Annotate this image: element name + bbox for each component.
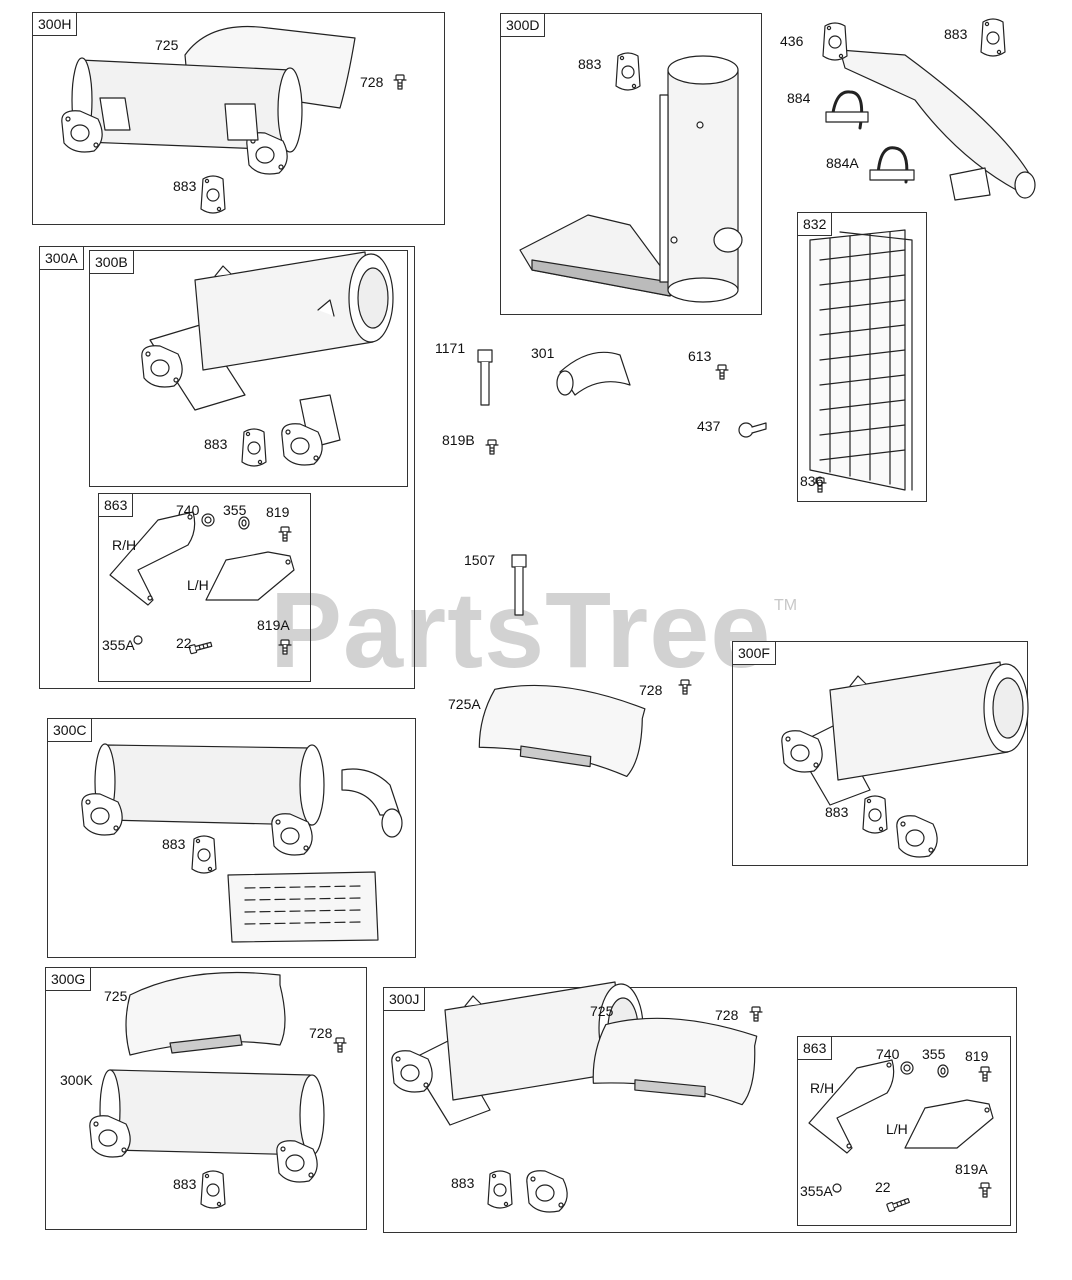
label-884: 884: [787, 90, 811, 106]
tailpipe: [822, 22, 1036, 201]
group-300F-tag: 300F: [733, 642, 776, 665]
label-300C-883: 883: [162, 836, 186, 852]
label-300J-725: 725: [590, 1003, 614, 1019]
group-863-box-a: 863: [98, 493, 311, 682]
group-300B-tag: 300B: [90, 251, 134, 274]
clamp-884: [825, 90, 869, 130]
label-863a-819: 819: [266, 504, 290, 520]
label-725A: 725A: [448, 696, 481, 712]
label-863b-rh: R/H: [810, 1080, 835, 1096]
label-300H-725: 725: [155, 37, 179, 53]
elbow-301: [556, 351, 631, 396]
group-300D-tag: 300D: [501, 14, 546, 37]
label-863a-740: 740: [176, 502, 200, 518]
group-863-tag-a: 863: [99, 494, 134, 517]
group-300F-box: 300F: [732, 641, 1028, 866]
label-300J-728: 728: [715, 1007, 739, 1023]
label-300G-728: 728: [309, 1025, 333, 1041]
label-863a-lh: L/H: [187, 577, 209, 593]
group-863-box-b: 863: [797, 1036, 1011, 1226]
group-863-tag-b: 863: [798, 1037, 833, 1060]
label-301: 301: [531, 345, 555, 361]
group-300J-box: 300J: [383, 987, 1017, 1233]
group-300G-tag: 300G: [46, 968, 92, 991]
label-300J-883: 883: [451, 1175, 475, 1191]
label-300H-728: 728: [360, 74, 384, 90]
label-863b-819: 819: [965, 1048, 989, 1064]
label-863b-355A: 355A: [800, 1183, 833, 1199]
label-300K: 300K: [60, 1072, 93, 1088]
label-863a-355: 355: [223, 502, 247, 518]
clamp-884A: [869, 146, 915, 184]
group-300D-box: 300D: [500, 13, 762, 315]
group-300B-box: 300B: [89, 250, 408, 487]
label-1171: 1171: [435, 340, 466, 356]
screw-437: [738, 422, 767, 438]
group-300C-tag: 300C: [48, 719, 93, 742]
group-300H-box: 300H: [32, 12, 445, 225]
label-863b-355: 355: [922, 1046, 946, 1062]
group-300H-tag: 300H: [33, 13, 78, 36]
label-613: 613: [688, 348, 712, 364]
label-437: 437: [697, 418, 721, 434]
label-tailpipe-883: 883: [944, 26, 968, 42]
label-436: 436: [780, 33, 804, 49]
label-819B: 819B: [442, 432, 475, 448]
group-300G-box: 300G: [45, 967, 367, 1230]
group-300C-box: 300C: [47, 718, 416, 958]
group-300J-tag: 300J: [384, 988, 426, 1011]
label-300F-883: 883: [825, 804, 849, 820]
label-884A: 884A: [826, 155, 859, 171]
group-300A-box: 300A: [39, 246, 415, 689]
label-1507: 1507: [464, 552, 496, 568]
label-836: 836: [800, 473, 824, 489]
label-728-mid: 728: [639, 682, 663, 698]
group-832-box: 832: [797, 212, 927, 502]
label-863b-22: 22: [875, 1179, 891, 1195]
label-300B-883: 883: [204, 436, 228, 452]
label-863b-lh: L/H: [886, 1121, 908, 1137]
label-863a-22: 22: [176, 635, 192, 651]
label-863b-740: 740: [876, 1046, 900, 1062]
label-863b-819A: 819A: [955, 1161, 988, 1177]
group-832-tag: 832: [798, 213, 833, 236]
label-300G-725: 725: [104, 988, 128, 1004]
label-863a-rh: R/H: [112, 537, 137, 553]
label-863a-819A: 819A: [257, 617, 290, 633]
label-863a-355A: 355A: [102, 637, 135, 653]
watermark-trademark: TM: [774, 597, 798, 614]
label-300D-883: 883: [578, 56, 602, 72]
label-300G-883: 883: [173, 1176, 197, 1192]
label-300H-883: 883: [173, 178, 197, 194]
group-300A-tag: 300A: [40, 247, 84, 270]
stud-1171: [477, 349, 493, 406]
